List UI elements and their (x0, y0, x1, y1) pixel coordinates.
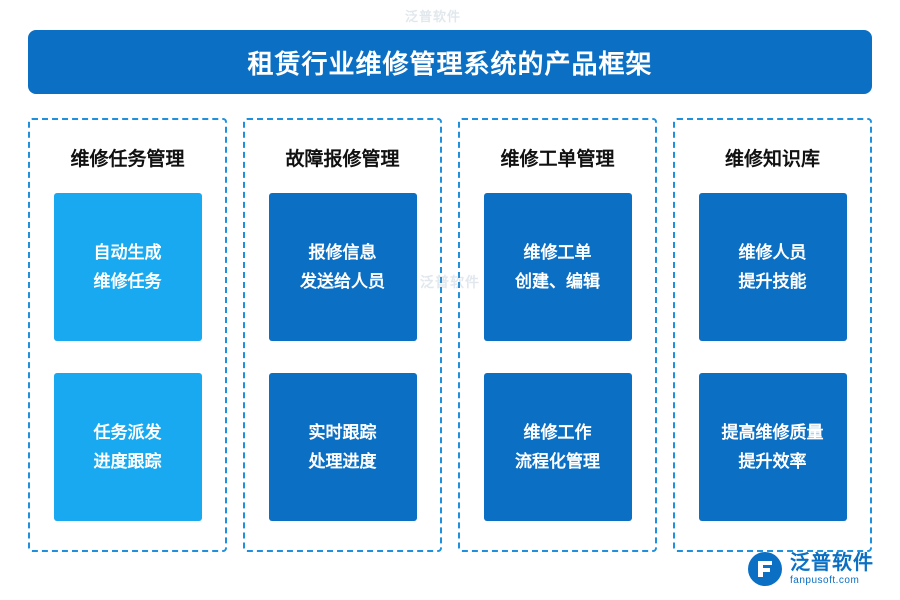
card-line-2: 提升技能 (738, 272, 807, 291)
card-line-2: 处理进度 (308, 452, 377, 471)
card-report-info-send: 报修信息 发送给人员 (268, 193, 417, 341)
card-line-1: 提高维修质量 (721, 423, 824, 442)
column-title: 维修工单管理 (500, 149, 615, 170)
column-fault-report-management: 故障报修管理 报修信息 发送给人员 实时跟踪 处理进度 (243, 118, 442, 552)
logo-name-cn: 泛普软件 (790, 551, 874, 574)
column-title: 故障报修管理 (285, 149, 400, 170)
card-auto-generate-task: 自动生成 维修任务 (53, 193, 202, 341)
title-banner: 租赁行业维修管理系统的产品框架 (28, 30, 872, 94)
card-quality-efficiency: 提高维修质量 提升效率 (698, 373, 847, 521)
card-line-1: 维修工作 (523, 423, 592, 442)
card-workflow-management: 维修工作 流程化管理 (483, 373, 632, 521)
card-line-1: 任务派发 (93, 423, 162, 442)
column-title: 维修知识库 (724, 149, 820, 170)
card-line-1: 维修人员 (738, 243, 807, 262)
columns-container: 维修任务管理 自动生成 维修任务 任务派发 进度跟踪 故障报修管理 报修信息 发… (28, 118, 872, 552)
logo-mark-icon (748, 552, 782, 586)
card-line-1: 实时跟踪 (308, 423, 377, 442)
watermark-top: 泛普软件 (405, 9, 462, 24)
card-realtime-tracking: 实时跟踪 处理进度 (268, 373, 417, 521)
card-line-1: 报修信息 (308, 243, 377, 262)
page-title: 租赁行业维修管理系统的产品框架 (247, 48, 653, 79)
card-line-2: 发送给人员 (300, 272, 385, 291)
brand-logo: 泛普软件 fanpusoft.com (748, 552, 874, 586)
column-repair-task-management: 维修任务管理 自动生成 维修任务 任务派发 进度跟踪 (28, 118, 227, 552)
card-line-2: 维修任务 (93, 272, 162, 291)
column-title: 维修任务管理 (70, 149, 185, 170)
card-line-2: 提升效率 (738, 452, 807, 471)
logo-name-en: fanpusoft.com (790, 574, 860, 586)
logo-text: 泛普软件 fanpusoft.com (790, 553, 874, 586)
column-knowledge-base: 维修知识库 维修人员 提升技能 提高维修质量 提升效率 (673, 118, 872, 552)
card-line-1: 自动生成 (93, 243, 162, 262)
card-line-2: 流程化管理 (515, 452, 600, 471)
card-line-1: 维修工单 (523, 243, 592, 262)
card-work-order-create-edit: 维修工单 创建、编辑 (483, 193, 632, 341)
card-task-dispatch-progress: 任务派发 进度跟踪 (53, 373, 202, 521)
card-line-2: 进度跟踪 (93, 452, 162, 471)
card-line-2: 创建、编辑 (515, 272, 600, 291)
card-staff-skill-improve: 维修人员 提升技能 (698, 193, 847, 341)
column-work-order-management: 维修工单管理 维修工单 创建、编辑 维修工作 流程化管理 (458, 118, 657, 552)
